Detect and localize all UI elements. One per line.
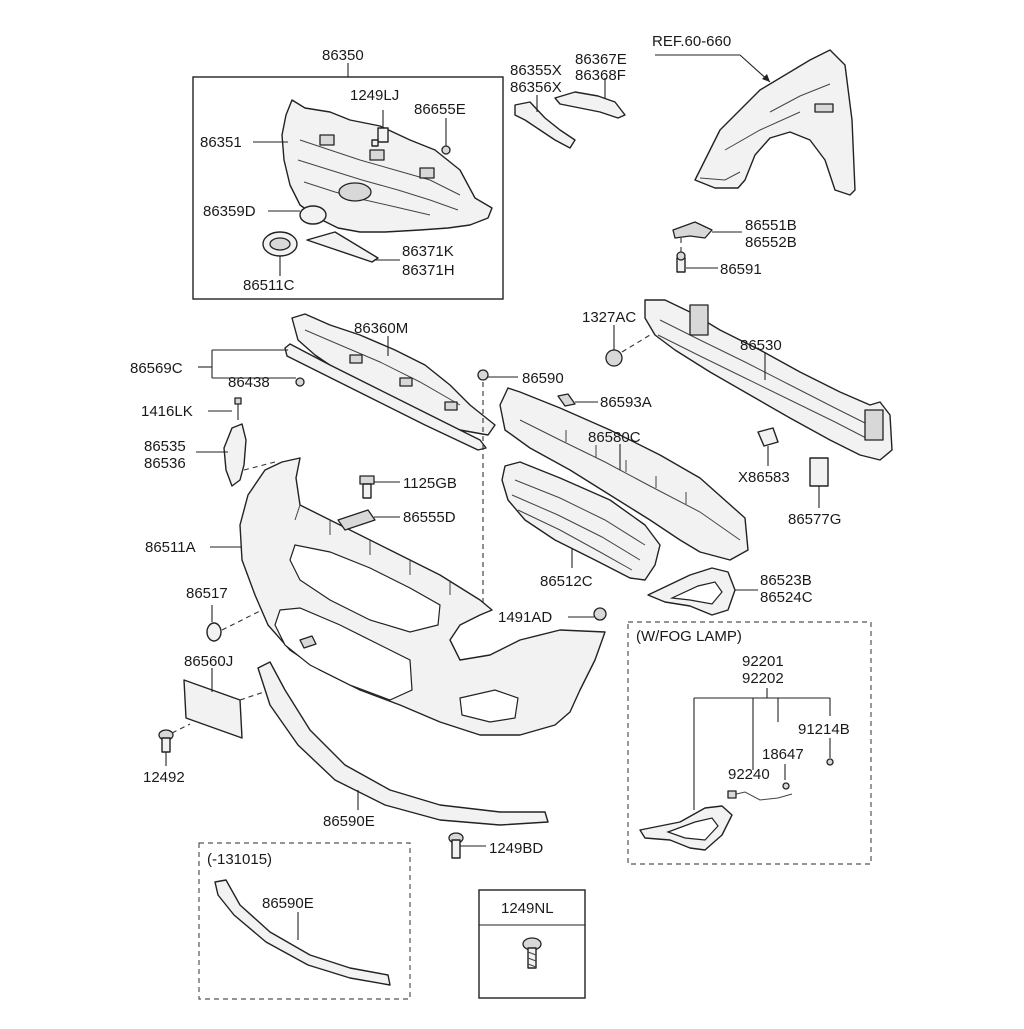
label-1327AC: 1327AC: [582, 309, 636, 326]
lower-grille-86512C: [501, 461, 661, 581]
bracket-86367E: [554, 91, 626, 119]
screw-1249NL: [522, 937, 542, 969]
bracket-86355X: [514, 101, 576, 149]
label-91214B: 91214B: [798, 721, 850, 738]
alt-lip-frame: [198, 842, 411, 1000]
emblem-base-86359D: [299, 205, 327, 225]
label-86371K: 86371K: [402, 243, 454, 260]
label-X86583: X86583: [738, 469, 790, 486]
label-86590E-alt: 86590E: [262, 895, 314, 912]
plate-86555D: [337, 509, 376, 531]
bumper-beam-86530: [644, 299, 893, 461]
screw-86590: [477, 369, 518, 381]
label-92202: 92202: [742, 670, 784, 687]
garnish-86371K: [306, 231, 379, 263]
label-86555D: 86555D: [403, 509, 456, 526]
label-1249BD: 1249BD: [489, 840, 543, 857]
pad-86577G: [809, 457, 829, 487]
label-86560J: 86560J: [184, 653, 233, 670]
tow-cap-86517: [206, 622, 222, 642]
label-86367E: 86367E: [575, 51, 627, 68]
label-86371H: 86371H: [402, 262, 455, 279]
label-86350: 86350: [322, 47, 364, 64]
label-86535: 86535: [144, 438, 186, 455]
emblem-86511C: [262, 231, 298, 257]
bracket-86551B: [672, 221, 713, 239]
clip-86438: [295, 377, 305, 387]
bolt-1249LJ: [371, 110, 389, 147]
label-86552B: 86552B: [745, 234, 797, 251]
side-bracket-86535: [223, 423, 247, 487]
bulb-18647: [782, 782, 790, 790]
screw-12492: [158, 729, 174, 753]
label-86536: 86536: [144, 455, 186, 472]
fender-ref-60-660: [694, 49, 856, 196]
label-86591: 86591: [720, 261, 762, 278]
nut-1327AC: [605, 349, 623, 367]
bumper-cover-86511A: [239, 457, 606, 736]
label-86577G: 86577G: [788, 511, 841, 528]
label-1416LK: 1416LK: [141, 403, 193, 420]
label-1249NL: 1249NL: [501, 900, 554, 917]
label-ref-60-660: REF.60-660: [652, 33, 731, 50]
label-1125GB: 1125GB: [403, 475, 457, 492]
label-86511C: 86511C: [243, 277, 295, 294]
label-86530: 86530: [740, 337, 782, 354]
lower-lip-86590E: [257, 661, 549, 826]
label-sticker-X86583: [757, 427, 779, 447]
label-86655E: 86655E: [414, 101, 466, 118]
energy-absorber-86580C: [499, 387, 749, 561]
label-86590: 86590: [522, 370, 564, 387]
clip-1491AD: [593, 607, 607, 621]
label-92240: 92240: [728, 766, 770, 783]
clip-86593A: [557, 393, 576, 407]
bolt-1125GB: [359, 475, 375, 499]
label-1249LJ: 1249LJ: [350, 87, 399, 104]
label-86523B: 86523B: [760, 572, 812, 589]
screw-1416LK: [234, 397, 242, 420]
plate-bracket-86560J: [183, 679, 243, 739]
grille-86351: [281, 99, 493, 233]
label-86438: 86438: [228, 374, 270, 391]
label-86511A: 86511A: [145, 539, 196, 556]
fog-lamp-title: (W/FOG LAMP): [636, 628, 742, 645]
label-86517: 86517: [186, 585, 228, 602]
label-86359D: 86359D: [203, 203, 256, 220]
wire-92240: [731, 791, 793, 801]
screw-91214B: [826, 758, 834, 766]
label-86512C: 86512C: [540, 573, 593, 590]
label-86368F: 86368F: [575, 67, 626, 84]
seal-strip-86569C: [284, 343, 487, 451]
lower-lip-86590E-alt: [214, 879, 391, 986]
clip-86655E: [441, 145, 451, 155]
label-18647: 18647: [762, 746, 804, 763]
label-86360M: 86360M: [354, 320, 408, 337]
screw-86591: [676, 251, 686, 273]
label-92201: 92201: [742, 653, 784, 670]
label-12492: 12492: [143, 769, 185, 786]
label-86590E: 86590E: [323, 813, 375, 830]
label-86355X: 86355X: [510, 62, 562, 79]
label-86351: 86351: [200, 134, 242, 151]
label-86356X: 86356X: [510, 79, 562, 96]
label-86593A: 86593A: [600, 394, 652, 411]
alt-lip-title: (-131015): [207, 851, 272, 868]
bolt-1249NL-frame: [478, 889, 586, 999]
label-86524C: 86524C: [760, 589, 813, 606]
label-1491AD: 1491AD: [498, 609, 552, 626]
label-86569C: 86569C: [130, 360, 183, 377]
screw-1249BD: [448, 832, 464, 859]
fog-lamp-frame: [627, 621, 872, 865]
label-86551B: 86551B: [745, 217, 797, 234]
label-86580C: 86580C: [588, 429, 641, 446]
